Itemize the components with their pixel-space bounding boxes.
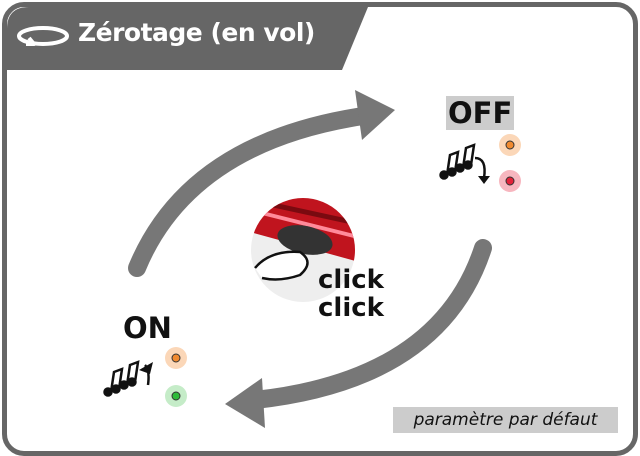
rotate-loop-icon [17,26,69,46]
music-notes-icon-off [439,143,490,184]
state-off-label: OFF [446,96,515,130]
cycle-arrow-down [246,239,492,409]
click-label: click click [318,266,384,322]
cycle-arrowhead-down [225,378,265,428]
cycle-arrow-up [128,106,379,277]
click-line-1: click [318,265,384,295]
state-on-label: ON [123,311,172,345]
click-line-2: click [318,293,384,323]
music-notes-icon-on [103,360,153,397]
default-setting-caption: paramètre par défaut [393,407,618,433]
led-red-off [499,170,521,192]
page-title: Zérotage (en vol) [78,18,315,47]
cycle-arrowhead-up [355,90,395,140]
led-orange-off [499,134,521,156]
header-tab [7,7,368,70]
led-green-on [165,385,187,407]
led-orange-on [165,347,187,369]
